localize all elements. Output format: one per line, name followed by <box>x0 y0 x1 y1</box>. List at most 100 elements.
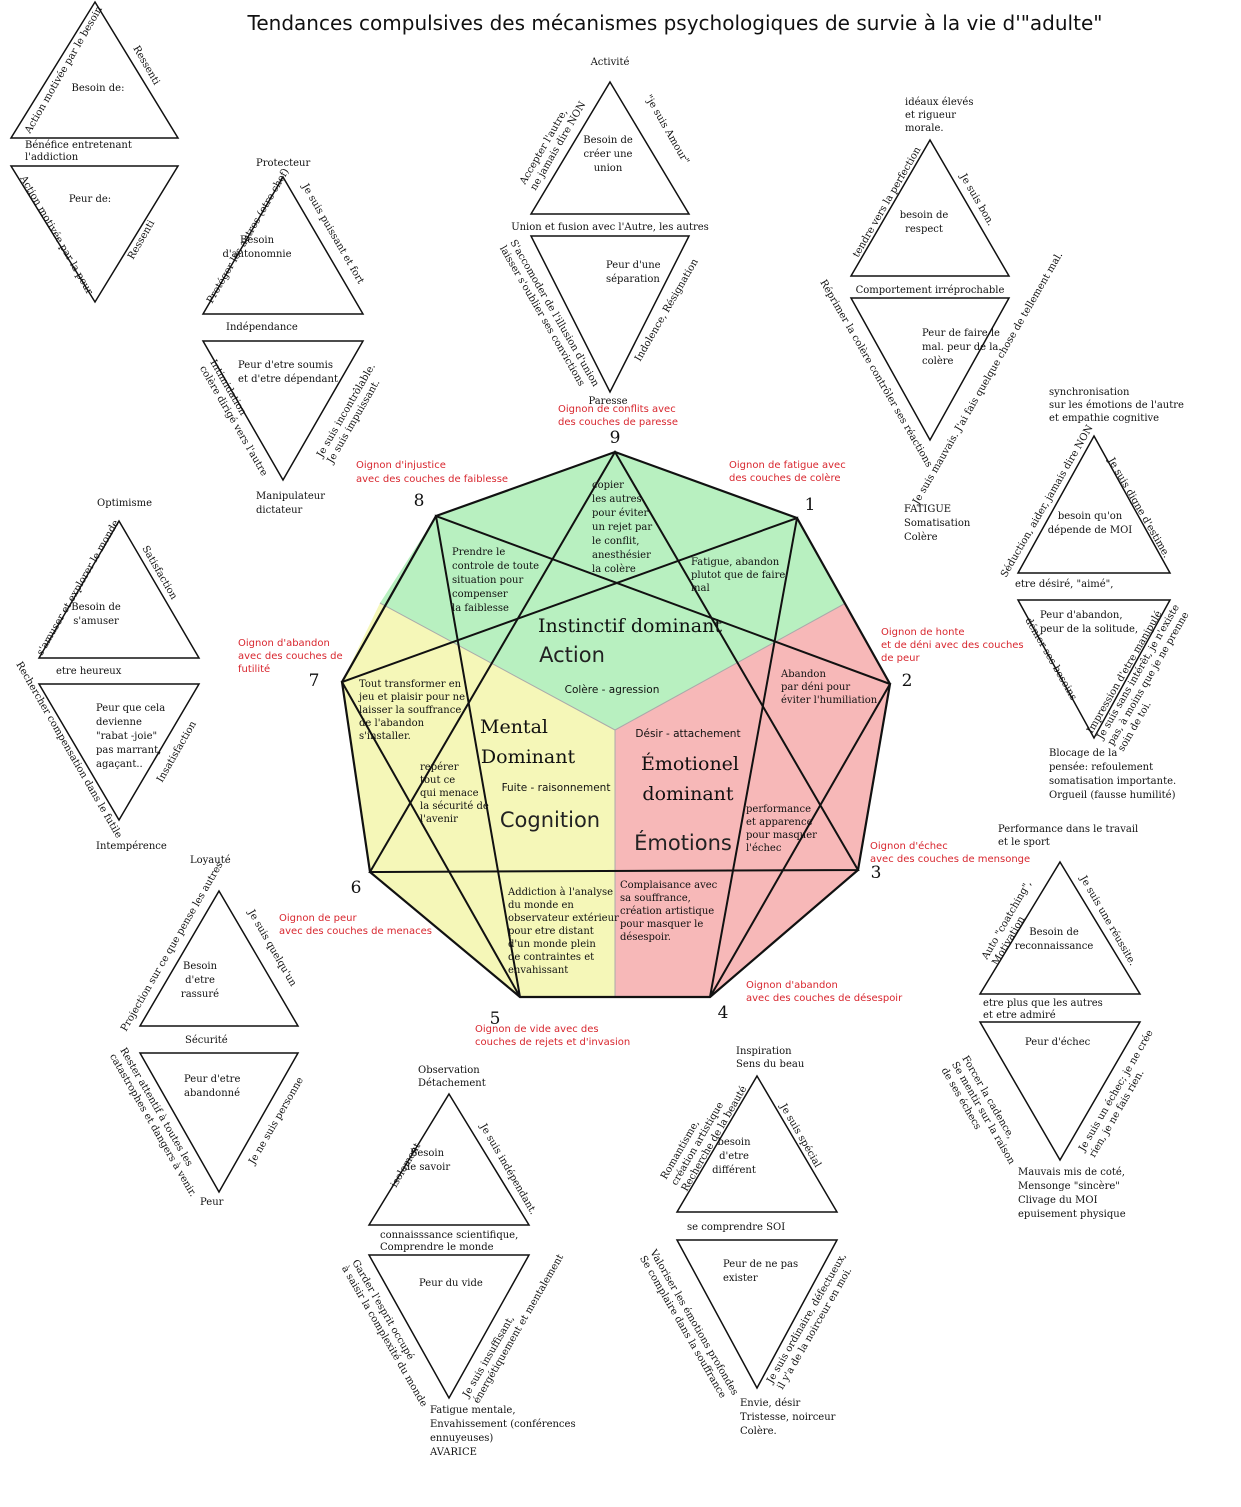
instinctive-sector <box>380 452 844 730</box>
note-6-line: qui menace <box>420 788 479 799</box>
point-6: 6 <box>351 878 362 898</box>
need-label-line: rassuré <box>181 989 219 1000</box>
need-triangle <box>138 889 300 1027</box>
fear-triangle <box>367 1254 531 1400</box>
fear-label-line: séparation <box>606 274 660 285</box>
need-feeling-label: Je suis digne d'estime. <box>1105 455 1172 560</box>
type-top-label-line: Inspiration <box>736 1046 792 1057</box>
benefit-label: Comportement irréprochable <box>856 285 1005 296</box>
fear-triangle <box>978 1021 1142 1162</box>
fear-action-label-line: Se mentir sur la raison <box>949 1060 1017 1167</box>
note-4-line: Complaisance avec <box>620 880 718 891</box>
onion-1-line: Oignon de fatigue avec <box>729 460 846 471</box>
type-bottom-label-line: Mauvais mis de coté, <box>1018 1167 1125 1178</box>
need-feeling-label: Je suis puissant et fort <box>299 181 366 286</box>
fear-action-label-line: S'accomoder de l'illusion d'union <box>507 238 601 389</box>
benefit-label: Indépendance <box>226 322 298 333</box>
note-7-line: laisser la souffrance <box>359 705 461 716</box>
type-bottom-label: Mauvais mis de coté, Mensonge "sincère" Cl… <box>1018 1167 1126 1220</box>
fear-label: Peur d'abandon,peur de la solitude, <box>1040 610 1138 635</box>
type-top-label-line: morale. <box>905 123 944 134</box>
fear-action-label: Réprimer la colère contrôler ses réactio… <box>817 278 934 469</box>
fear-triangle <box>529 235 691 394</box>
fear-label-line: abandonné <box>184 1088 240 1099</box>
fear-feeling-label: Insatisfaction <box>155 719 199 785</box>
need-label-line: reconnaissance <box>1015 941 1094 952</box>
onion-4-line: avec des couches de désespoir <box>746 992 903 1004</box>
onion-6-line: avec des couches de menaces <box>279 926 432 937</box>
type-bottom-label-line: Clivage du MOI <box>1018 1195 1098 1206</box>
type-bottom-label-line: Paresse <box>588 396 627 407</box>
benefit-label: Union et fusion avec l'Autre, les autres <box>511 222 709 233</box>
benefit-label: etre heureux <box>56 666 122 677</box>
note-5-line: observateur extérieur <box>508 913 619 924</box>
instinctive-title: Instinctif dominant <box>538 615 722 637</box>
need-feeling-label: Satisfaction <box>139 544 179 602</box>
benefit-label: connaisssance scientifique,Comprendre le… <box>380 1230 518 1253</box>
type-top-label: Activité <box>590 57 630 68</box>
fear-feeling-label: Je suis ordinaire, défectueux,il y'a de … <box>765 1251 855 1391</box>
type-top-label-line: synchronisation <box>1049 387 1130 398</box>
benefit-label: etre désiré, "aimé", <box>1015 579 1113 590</box>
fear-label-line: Peur d'une <box>606 260 661 271</box>
note-3-line: l'échec <box>746 843 782 854</box>
note-1-line: plutot que de faire <box>691 570 785 581</box>
type-top-label-line: Protecteur <box>256 158 310 169</box>
onion-4-line: Oignon d'abandon <box>746 980 838 991</box>
benefit-label-line: Indépendance <box>226 322 298 333</box>
fear-action-label-line: Se complaire dans la souffrance <box>637 1254 728 1400</box>
need-action-label-line: tendre vers la perfection <box>851 145 924 260</box>
onion-5-line: Oignon de vide avec des <box>475 1024 599 1035</box>
page-title: Tendances compulsives des mécanismes psy… <box>247 11 1103 35</box>
fear-label: Peur du vide <box>419 1278 483 1289</box>
legend-up-right: Ressenti <box>130 44 161 87</box>
note-5-line: d'un monde plein <box>508 939 596 950</box>
instinctive-sub: Action <box>539 643 605 667</box>
need-action-label-line: Projection sur ce que pense les autres <box>119 860 225 1033</box>
need-label-line: respect <box>905 224 943 235</box>
note-8-line: Prendre le <box>452 547 505 558</box>
type-top-label-line: et rigueur <box>905 110 956 121</box>
need-action-label: s'amuser et explorer le monde <box>35 518 122 657</box>
mental-emotion: Fuite - raisonnement <box>502 782 611 794</box>
emotional-title-2: dominant <box>642 783 733 805</box>
type-bottom-label: Peur <box>200 1197 224 1208</box>
need-action-label: Protéger les autres (etre chef) <box>205 167 292 306</box>
need-feeling-label-line: Je suis spécial <box>777 1101 823 1169</box>
type-top-label-line: Sens du beau <box>736 1059 805 1070</box>
note-2-line: par déni pour <box>781 682 850 693</box>
need-label-line: Besoin de <box>71 602 121 613</box>
fear-label-line: colère <box>922 356 954 367</box>
note-6-line: repérer <box>420 762 459 773</box>
legend-up-center: Besoin de: <box>72 83 125 94</box>
type-bottom-label-line: Mensonge "sincère" <box>1018 1181 1120 1192</box>
need-feeling-label-line: Je suis indépendant. <box>477 1121 538 1216</box>
need-action-label-line: Protéger les autres (etre chef) <box>205 167 292 306</box>
type-bottom-label-line: dictateur <box>256 505 303 516</box>
need-label-line: d'etre <box>719 1151 749 1162</box>
note-5-line: du monde en <box>508 900 574 911</box>
note-1-line: Fatigue, abandon <box>691 557 780 568</box>
fear-triangle <box>37 683 201 822</box>
fear-triangle <box>1016 599 1172 740</box>
fear-action-label: Rester attentif à toutes lescatastrophes… <box>107 1046 198 1199</box>
